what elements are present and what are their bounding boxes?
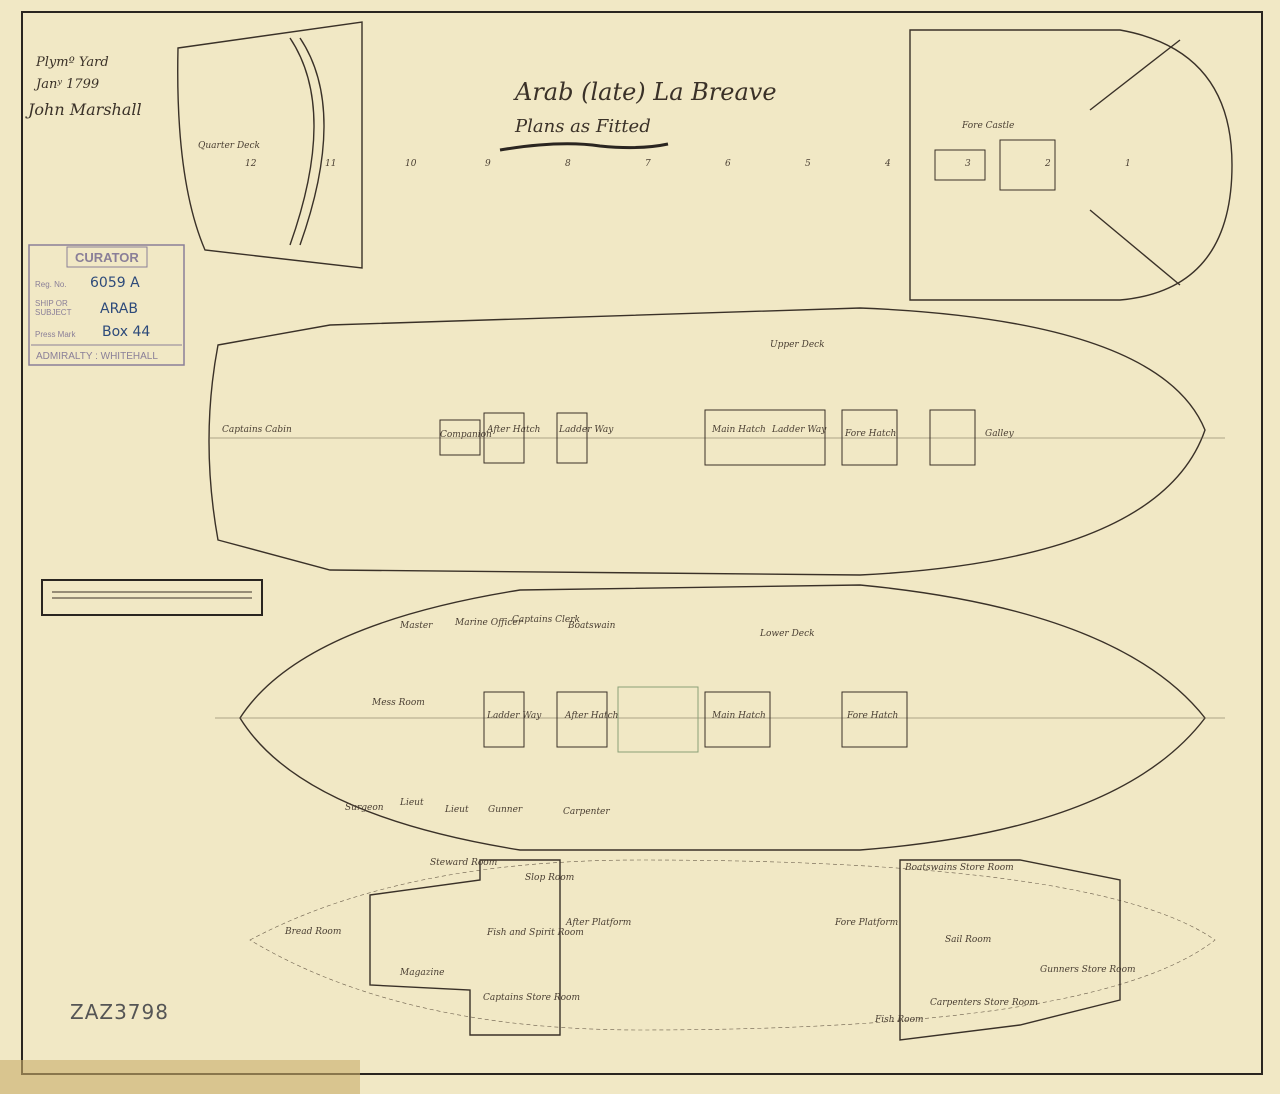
svg-text:Fish and Spirit Room: Fish and Spirit Room: [486, 928, 584, 938]
svg-text:Main Hatch: Main Hatch: [711, 425, 766, 435]
station-number: 5: [805, 159, 811, 169]
svg-text:Boatswains Store Room: Boatswains Store Room: [904, 863, 1014, 873]
scale-bar: [41, 579, 263, 616]
quarter-deck-plan: Quarter Deck: [177, 21, 363, 269]
title-block: Arab (late) La Breave Plans as Fitted: [499, 78, 777, 152]
svg-text:Gunner: Gunner: [488, 805, 523, 815]
station-number: 1: [1125, 159, 1131, 169]
svg-text:Steward Room: Steward Room: [430, 858, 497, 868]
svg-text:After Platform: After Platform: [565, 918, 631, 928]
svg-text:Boatswain: Boatswain: [567, 621, 616, 631]
station-number: 4: [884, 159, 891, 169]
platforms-plan: After Platform Fore Platform Bread Room …: [249, 858, 1216, 1041]
station-number: 7: [645, 159, 651, 169]
signature-block: Plymº Yard Janʸ 1799 John Marshall: [25, 55, 142, 119]
svg-text:Fish Room: Fish Room: [874, 1015, 924, 1025]
svg-text:SHIP OR: SHIP OR: [35, 299, 68, 308]
svg-text:Fore Hatch: Fore Hatch: [846, 711, 898, 721]
svg-text:Plymº Yard: Plymº Yard: [35, 55, 109, 70]
svg-text:Galley: Galley: [985, 429, 1015, 439]
svg-text:Lieut: Lieut: [399, 798, 424, 808]
svg-text:Sail Room: Sail Room: [945, 935, 991, 945]
svg-text:Bread Room: Bread Room: [284, 927, 341, 937]
sheet-border: [21, 11, 1263, 1075]
svg-text:After Hatch: After Hatch: [486, 425, 540, 435]
svg-text:Ladder Way: Ladder Way: [558, 425, 614, 435]
station-number: 12: [245, 159, 257, 169]
station-number: 8: [565, 159, 571, 169]
svg-text:Main Hatch: Main Hatch: [711, 711, 766, 721]
station-number: 11: [325, 159, 336, 169]
svg-text:Ladder Way: Ladder Way: [771, 425, 827, 435]
station-number: 3: [965, 159, 971, 169]
svg-text:John Marshall: John Marshall: [25, 100, 142, 119]
paper-stain: [0, 1060, 360, 1094]
svg-text:6059 A: 6059 A: [90, 275, 140, 291]
svg-text:Captains Cabin: Captains Cabin: [222, 425, 292, 435]
svg-text:Arab (late) La Breave: Arab (late) La Breave: [513, 78, 777, 106]
svg-text:Lower Deck: Lower Deck: [759, 629, 815, 639]
svg-text:Surgeon: Surgeon: [345, 803, 384, 813]
lower-deck-plan: Lower Deck Master Marine Officer Captain…: [215, 584, 1225, 851]
archive-reference: ZAZ3798: [70, 1000, 169, 1024]
svg-text:Captains Store Room: Captains Store Room: [483, 993, 580, 1003]
svg-text:ARAB: ARAB: [100, 301, 138, 317]
svg-text:Carpenters Store Room: Carpenters Store Room: [930, 998, 1038, 1008]
svg-text:Fore Castle: Fore Castle: [961, 121, 1014, 131]
svg-text:Master: Master: [399, 621, 433, 631]
station-number: 9: [485, 159, 491, 169]
station-number: 6: [725, 159, 731, 169]
svg-text:Ladder Way: Ladder Way: [486, 711, 542, 721]
svg-text:Plans as Fitted: Plans as Fitted: [514, 116, 651, 137]
svg-text:ADMIRALTY : WHITEHALL: ADMIRALTY : WHITEHALL: [36, 351, 158, 362]
svg-text:Upper Deck: Upper Deck: [770, 340, 825, 350]
svg-text:Reg. No.: Reg. No.: [35, 280, 67, 289]
station-number: 10: [405, 159, 417, 169]
upper-deck-plan: Upper Deck Captains Cabin Companion Afte…: [208, 307, 1225, 576]
svg-text:Companion: Companion: [440, 430, 492, 440]
svg-text:Lieut: Lieut: [444, 805, 469, 815]
svg-text:Fore Hatch: Fore Hatch: [844, 429, 896, 439]
curator-stamp: CURATOR Reg. No. 6059 A SHIP OR SUBJECT …: [28, 244, 185, 366]
svg-text:Gunners Store Room: Gunners Store Room: [1040, 965, 1136, 975]
station-number: 2: [1044, 159, 1051, 169]
svg-text:CURATOR: CURATOR: [75, 250, 139, 265]
svg-text:Slop Room: Slop Room: [525, 873, 574, 883]
svg-text:Captains Clerk: Captains Clerk: [512, 615, 580, 625]
svg-text:Press Mark: Press Mark: [35, 330, 76, 339]
fore-castle-plan: Fore Castle: [909, 29, 1233, 301]
svg-text:Carpenter: Carpenter: [563, 807, 610, 817]
svg-text:After Hatch: After Hatch: [564, 711, 618, 721]
svg-text:Fore Platform: Fore Platform: [834, 918, 898, 928]
svg-text:Magazine: Magazine: [399, 968, 444, 978]
svg-text:Box 44: Box 44: [102, 324, 150, 340]
svg-text:Janʸ 1799: Janʸ 1799: [33, 77, 99, 92]
svg-text:Quarter Deck: Quarter Deck: [198, 141, 260, 151]
svg-text:Marine Officer: Marine Officer: [454, 618, 523, 628]
svg-text:SUBJECT: SUBJECT: [35, 308, 72, 317]
svg-text:Mess Room: Mess Room: [371, 698, 425, 708]
